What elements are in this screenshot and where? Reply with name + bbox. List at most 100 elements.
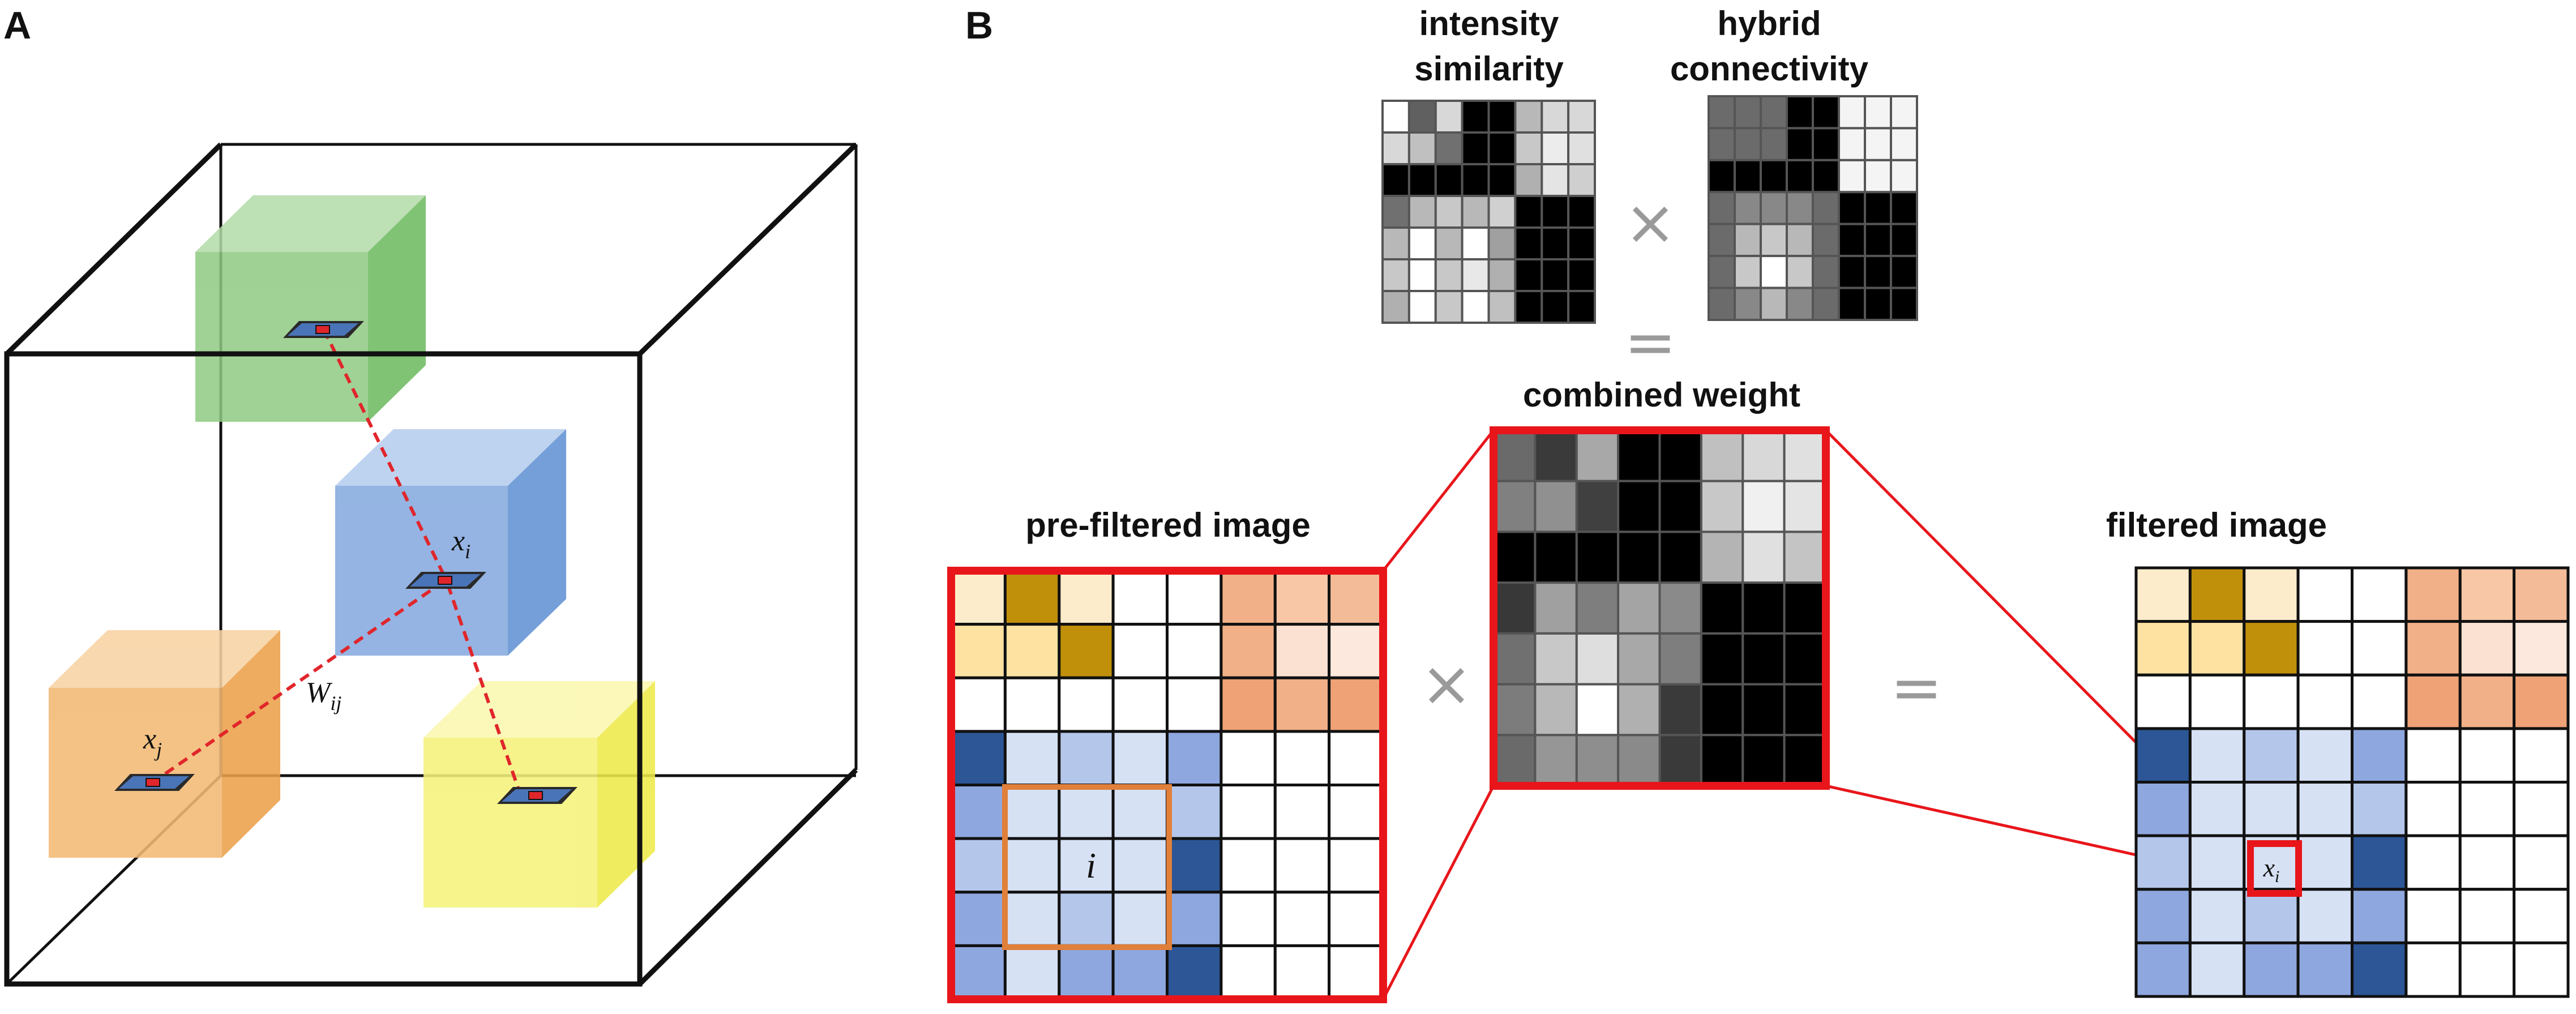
combined-cell — [1534, 480, 1578, 533]
combined-cell — [1575, 581, 1620, 635]
combined-cell — [1617, 530, 1661, 584]
intensity-cell — [1461, 226, 1490, 260]
filtered-cell — [2351, 781, 2408, 837]
combined-weight-title: combined weight — [1523, 376, 1800, 414]
prefiltered-cell — [1166, 730, 1223, 787]
combined-cell — [1700, 530, 1744, 584]
filtered-cell — [2458, 941, 2516, 998]
filtered-cell — [2458, 620, 2516, 677]
filtered-cell — [2134, 620, 2192, 677]
intensity-cell — [1567, 195, 1597, 229]
hybrid-cell — [1760, 191, 1788, 225]
prefiltered-cell — [1111, 676, 1169, 733]
combined-cell — [1700, 429, 1744, 482]
prefiltered-cell — [1058, 944, 1115, 1001]
filtered-cell — [2188, 673, 2246, 730]
filtered-cell — [2296, 834, 2354, 891]
prefiltered-cell — [949, 837, 1007, 894]
intensity-cell — [1487, 163, 1517, 197]
hybrid-cell — [1838, 191, 1866, 225]
filtered-cell — [2296, 781, 2354, 837]
prefiltered-cell — [1219, 569, 1277, 626]
intensity-cell — [1381, 226, 1410, 260]
combined-cell — [1534, 632, 1578, 686]
combined-cell — [1575, 734, 1620, 788]
label-xj: xj — [143, 723, 162, 761]
filtered-cell — [2458, 673, 2516, 730]
intensity-similarity-title-line2: similarity — [1414, 50, 1564, 88]
yellow-cube — [423, 681, 655, 908]
filtered-cell — [2296, 620, 2354, 677]
intensity-cell — [1461, 195, 1490, 229]
hybrid-cell — [1812, 255, 1840, 289]
intensity-cell — [1541, 131, 1570, 165]
center-voxel-label: i — [1086, 845, 1096, 885]
prefiltered-cell — [1273, 891, 1331, 947]
filtered-cell — [2351, 727, 2408, 784]
orange-cube-front — [49, 688, 222, 858]
intensity-cell — [1487, 226, 1517, 260]
intensity-cell — [1407, 163, 1437, 197]
filtered-cell — [2243, 888, 2300, 944]
hybrid-cell — [1734, 127, 1762, 161]
prefiltered-cell — [1058, 623, 1115, 679]
prefiltered-cell — [1166, 891, 1223, 947]
intensity-cell — [1381, 131, 1410, 165]
combined-cell — [1492, 429, 1537, 482]
prefiltered-image-grid — [949, 569, 1385, 1001]
intensity-cell — [1381, 195, 1410, 229]
prefiltered-cell — [1219, 730, 1277, 787]
combined-cell — [1534, 530, 1578, 584]
filtered-cell — [2188, 834, 2246, 891]
prefiltered-cell — [1111, 891, 1169, 947]
combined-cell — [1617, 632, 1661, 686]
combined-cell — [1575, 480, 1620, 533]
combined-cell — [1492, 480, 1537, 533]
combined-cell — [1783, 530, 1828, 584]
hybrid-cell — [1838, 286, 1866, 322]
patch-yellow — [497, 787, 577, 804]
green-cube-front — [195, 252, 368, 422]
hybrid-cell — [1838, 223, 1866, 258]
intensity-cell — [1381, 290, 1410, 324]
combined-cell — [1658, 480, 1702, 533]
filtered-cell — [2404, 781, 2462, 837]
combined-cell — [1492, 683, 1537, 737]
prefiltered-image-title: pre-filtered image — [1025, 506, 1310, 544]
filtered-cell — [2513, 781, 2570, 837]
intensity-cell — [1567, 163, 1597, 197]
prefiltered-cell — [1003, 837, 1061, 894]
filtered-image-title: filtered image — [2106, 506, 2327, 544]
combined-cell — [1617, 429, 1661, 482]
hybrid-cell — [1838, 127, 1866, 161]
combined-cell — [1741, 581, 1786, 635]
hybrid-cell — [1890, 127, 1918, 161]
orange-cube — [49, 630, 280, 858]
intensity-cell — [1514, 163, 1543, 197]
intensity-cell — [1487, 195, 1517, 229]
hybrid-cell — [1838, 95, 1866, 130]
prefiltered-cell — [1328, 784, 1385, 840]
filtered-cell — [2134, 566, 2192, 623]
output-voxel-label: xi — [2263, 853, 2280, 886]
intensity-cell — [1487, 290, 1517, 324]
filtered-cell — [2513, 673, 2570, 730]
intensity-cell — [1461, 131, 1490, 165]
filtered-cell — [2296, 727, 2354, 784]
intensity-cell — [1434, 131, 1464, 165]
panel-b-filtering-diagram: intensity similarity hybrid connectivity… — [947, 5, 2570, 1003]
prefiltered-cell — [1219, 891, 1277, 947]
hybrid-cell — [1864, 159, 1892, 194]
hybrid-cell — [1760, 286, 1788, 322]
hybrid-cell — [1812, 127, 1840, 161]
combined-cell — [1741, 632, 1786, 686]
filtered-cell — [2188, 727, 2246, 784]
filtered-cell — [2513, 566, 2570, 623]
prefiltered-cell — [1328, 623, 1385, 679]
intensity-cell — [1407, 195, 1437, 229]
intensity-cell — [1487, 100, 1517, 134]
prefiltered-cell — [1166, 837, 1223, 894]
intensity-cell — [1434, 258, 1464, 292]
combined-cell — [1492, 530, 1537, 584]
prefiltered-cell — [1273, 623, 1331, 679]
